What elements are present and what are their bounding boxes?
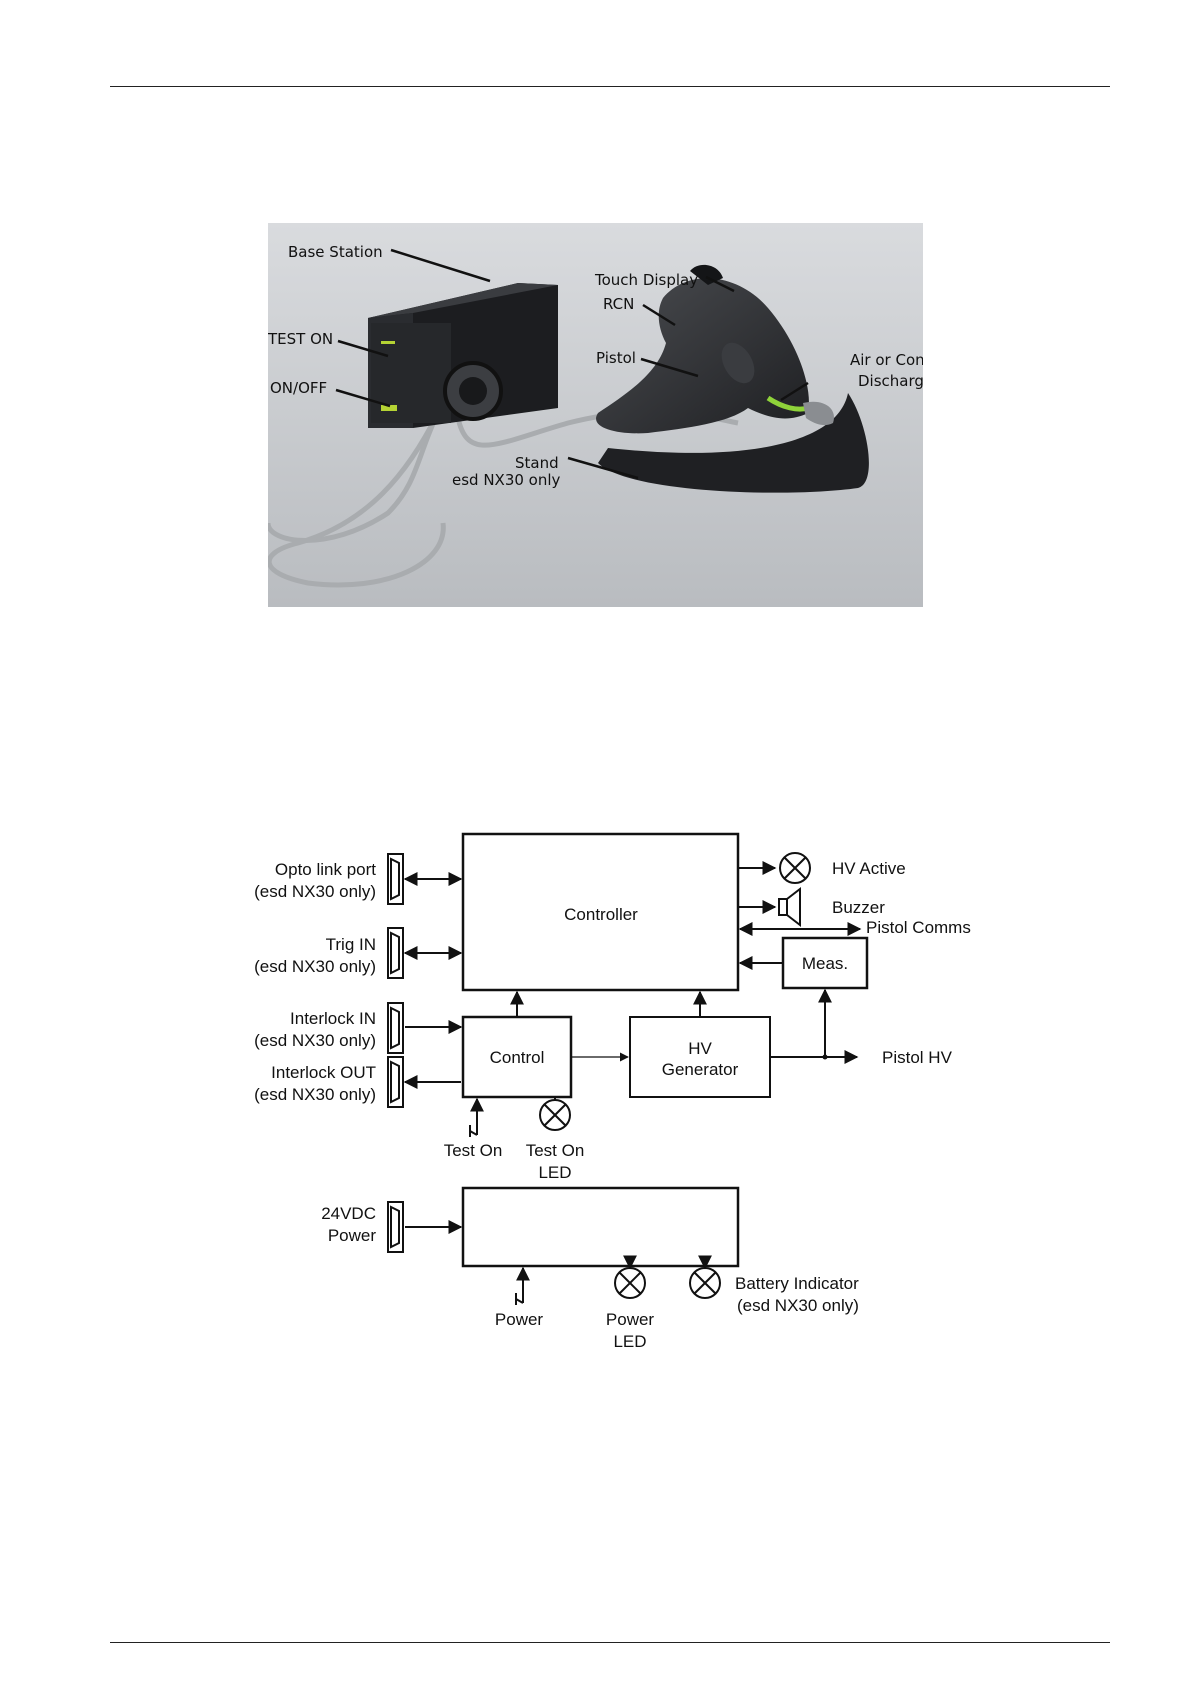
controller-block xyxy=(461,832,740,992)
test-on-switch-label: Test On xyxy=(444,1141,503,1160)
test-on-led-label-line2: LED xyxy=(538,1163,571,1182)
header-rule xyxy=(110,86,1110,87)
trig-label-line2: (esd NX30 only) xyxy=(254,957,376,976)
test-on-led-label-line1: Test On xyxy=(526,1141,585,1160)
interlock-out-connector xyxy=(387,1056,404,1108)
power-switch-label: Power xyxy=(495,1310,544,1329)
power-led-label-line2: LED xyxy=(613,1332,646,1351)
power24-connector xyxy=(387,1201,404,1253)
pistol-image xyxy=(596,264,834,434)
power-led-label-line1: Power xyxy=(606,1310,655,1329)
label-tip-line1: Air or Contact xyxy=(850,351,923,369)
label-base-station: Base Station xyxy=(288,243,383,261)
opto-label-line1: Opto link port xyxy=(275,860,376,879)
buzzer-label: Buzzer xyxy=(832,898,885,917)
block-diagram: Controller Control HV Generator Meas. Op… xyxy=(254,832,971,1351)
trig-label-line1: Trig IN xyxy=(326,935,376,954)
interlock-out-label-line2: (esd NX30 only) xyxy=(254,1085,376,1104)
label-stand-line1: Stand xyxy=(515,454,559,472)
battery-indicator-lamp xyxy=(689,1255,721,1299)
pistol-hv-label: Pistol HV xyxy=(882,1048,953,1067)
label-stand-line2: esd NX30 only xyxy=(452,471,561,489)
photo-leader-lines xyxy=(335,248,809,480)
power-led-lamp xyxy=(614,1255,646,1299)
product-photo: Base Station TEST ON ON/OFF Touch Displa… xyxy=(268,223,923,607)
label-test-on: TEST ON xyxy=(268,330,333,348)
hv-junction-dot xyxy=(822,1054,828,1060)
hv-active-label: HV Active xyxy=(832,859,906,878)
opto-label-line2: (esd NX30 only) xyxy=(254,882,376,901)
hv-generator-line2: Generator xyxy=(662,1060,739,1079)
control-label: Control xyxy=(490,1048,545,1067)
label-pistol: Pistol xyxy=(596,349,636,367)
label-tip-line2: DischargeTip xyxy=(858,372,923,390)
interlock-in-label-line2: (esd NX30 only) xyxy=(254,1031,376,1050)
power24-label-line1: 24VDC xyxy=(321,1204,376,1223)
label-rcn: RCN xyxy=(603,295,634,313)
interlock-in-connector xyxy=(387,1002,404,1054)
footer-rule xyxy=(110,1642,1110,1643)
base-station-image xyxy=(368,283,558,428)
stand-image xyxy=(598,393,869,493)
power-block xyxy=(461,1186,740,1268)
label-on-off: ON/OFF xyxy=(270,379,327,397)
pistol-comms-label: Pistol Comms xyxy=(866,918,971,937)
hv-generator-line1: HV xyxy=(688,1039,712,1058)
opto-connector xyxy=(387,853,404,905)
battery-label-line2: (esd NX30 only) xyxy=(737,1296,859,1315)
hv-active-lamp xyxy=(779,852,811,884)
battery-label-line1: Battery Indicator xyxy=(735,1274,859,1293)
label-touch-display: Touch Display xyxy=(594,271,698,289)
controller-label: Controller xyxy=(564,905,638,924)
meas-label: Meas. xyxy=(802,954,848,973)
test-on-switch xyxy=(469,1097,484,1137)
trig-connector xyxy=(387,927,404,979)
buzzer-speaker xyxy=(778,886,801,928)
power24-label-line2: Power xyxy=(328,1226,377,1245)
interlock-out-label-line1: Interlock OUT xyxy=(271,1063,376,1082)
interlock-in-label-line1: Interlock IN xyxy=(290,1009,376,1028)
test-on-led-lamp xyxy=(539,1097,571,1131)
power-switch xyxy=(515,1266,530,1305)
